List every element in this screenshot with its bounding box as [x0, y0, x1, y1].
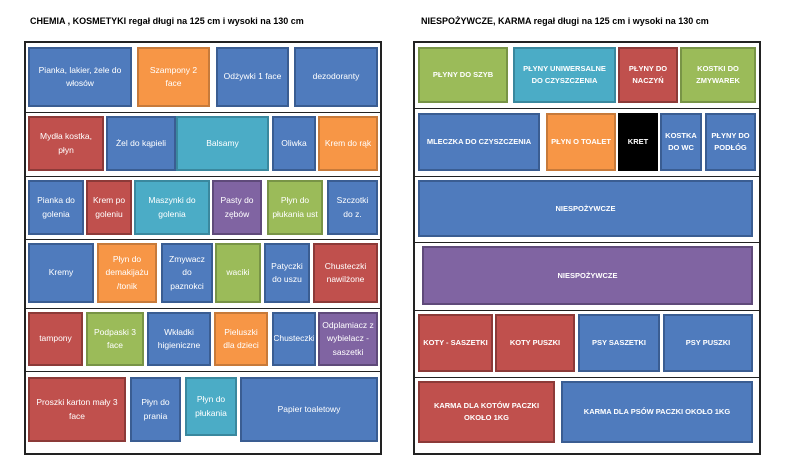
product-box-oliwka[interactable]: Oliwka	[272, 116, 316, 171]
product-box-odzywki[interactable]: Odżywki 1 face	[216, 47, 289, 107]
product-box-karma-dla-kotow[interactable]: KARMA DLA KOTÓW PACZKI OKOŁO 1KG	[418, 381, 555, 443]
product-box-chusteczki[interactable]: Chusteczki	[272, 312, 316, 366]
product-box-plyny-do-szyb[interactable]: PŁYNY DO SZYB	[418, 47, 508, 103]
shelf-line	[25, 308, 381, 309]
product-box-niespozywcze-2[interactable]: NIESPOŻYWCZE	[422, 246, 753, 305]
product-box-maszynki[interactable]: Maszynki do golenia	[134, 180, 210, 235]
shelf-line	[414, 310, 760, 311]
product-box-pianka-lakier[interactable]: Pianka, lakier, żele do włosów	[28, 47, 132, 107]
product-box-plyny-do-podlog[interactable]: PŁYNY DO PODŁÓG	[705, 113, 756, 171]
product-box-zel-do-kapieli[interactable]: Żel do kąpieli	[106, 116, 176, 171]
product-box-niespozywcze-1[interactable]: NIESPOŻYWCZE	[418, 180, 753, 237]
shelf-line	[414, 242, 760, 243]
product-box-chusteczki-nawilzone[interactable]: Chusteczki nawilżone	[313, 243, 378, 303]
product-box-krem-do-rak[interactable]: Krem do rąk	[318, 116, 378, 171]
product-box-plyny-uniwersalne[interactable]: PŁYNY UNIWERSALNE DO CZYSZCZENIA	[513, 47, 616, 103]
product-box-plyn-do-demakijazu[interactable]: Płyn do demakijażu /tonik	[97, 243, 157, 303]
shelf-line	[25, 239, 381, 240]
product-box-papier-toaletowy[interactable]: Papier toaletowy	[240, 377, 378, 442]
product-box-dezodoranty[interactable]: dezodoranty	[294, 47, 378, 107]
product-box-zmywacz[interactable]: Zmywacz do paznokci	[161, 243, 213, 303]
product-box-psy-puszki[interactable]: PSY PUSZKI	[663, 314, 753, 372]
product-box-wkladki[interactable]: Wkładki higieniczne	[147, 312, 211, 366]
product-box-balsamy[interactable]: Balsamy	[176, 116, 269, 171]
shelf-line	[414, 377, 760, 378]
product-box-plyn-do-plukania-ust[interactable]: Płyn do płukania ust	[267, 180, 323, 235]
product-box-plyny-do-naczyn[interactable]: PŁYNY DO NACZYŃ	[618, 47, 678, 103]
product-box-kostki-do-zmywarek[interactable]: KOSTKI DO ZMYWAREK	[680, 47, 756, 103]
product-box-koty-puszki[interactable]: KOTY PUSZKI	[495, 314, 575, 372]
product-box-proszki[interactable]: Proszki karton mały 3 face	[28, 377, 126, 442]
product-box-karma-dla-psow[interactable]: KARMA DLA PSÓW PACZKI OKOŁO 1KG	[561, 381, 753, 443]
shelf-line	[414, 108, 760, 109]
product-box-plyn-o-toalet[interactable]: PŁYN O TOALET	[546, 113, 616, 171]
product-box-podpaski[interactable]: Podpaski 3 face	[86, 312, 144, 366]
product-box-tampony[interactable]: tampony	[28, 312, 83, 366]
product-box-plyn-do-prania[interactable]: Płyn do prania	[130, 377, 181, 442]
shelf-line	[25, 176, 381, 177]
product-box-psy-saszetki[interactable]: PSY SASZETKI	[578, 314, 660, 372]
right-shelf-title: NIESPOŻYWCZE, KARMA regał długi na 125 c…	[421, 16, 709, 26]
product-box-koty-saszetki[interactable]: KOTY - SASZETKI	[418, 314, 493, 372]
shelf-line	[414, 176, 760, 177]
product-box-odplamiacz[interactable]: Odplamiacz z wybielacz - saszetki	[318, 312, 378, 366]
product-box-krem-po-goleniu[interactable]: Krem po goleniu	[86, 180, 132, 235]
product-box-mydla[interactable]: Mydła kostka, płyn	[28, 116, 104, 171]
product-box-plyn-do-plukania[interactable]: Płyn do płukania	[185, 377, 237, 436]
product-box-mleczka[interactable]: MLECZKA DO CZYSZCZENIA	[418, 113, 540, 171]
shelf-line	[25, 371, 381, 372]
product-box-pasty-do-zebow[interactable]: Pasty do zębów	[212, 180, 262, 235]
product-box-kremy[interactable]: Kremy	[28, 243, 94, 303]
product-box-waciki[interactable]: waciki	[215, 243, 261, 303]
left-shelf-title: CHEMIA , KOSMETYKI regał długi na 125 cm…	[30, 16, 304, 26]
product-box-pianka-do-golenia[interactable]: Pianka do golenia	[28, 180, 84, 235]
shelf-line	[25, 112, 381, 113]
product-box-pieluszki[interactable]: Pieluszki dla dzieci	[214, 312, 268, 366]
product-box-patyczki[interactable]: Patyczki do uszu	[264, 243, 310, 303]
product-box-kret[interactable]: KRET	[618, 113, 658, 171]
product-box-kostka-do-wc[interactable]: KOSTKA DO WC	[660, 113, 702, 171]
product-box-szampony[interactable]: Szampony 2 face	[137, 47, 210, 107]
product-box-szczotki[interactable]: Szczotki do z.	[327, 180, 378, 235]
